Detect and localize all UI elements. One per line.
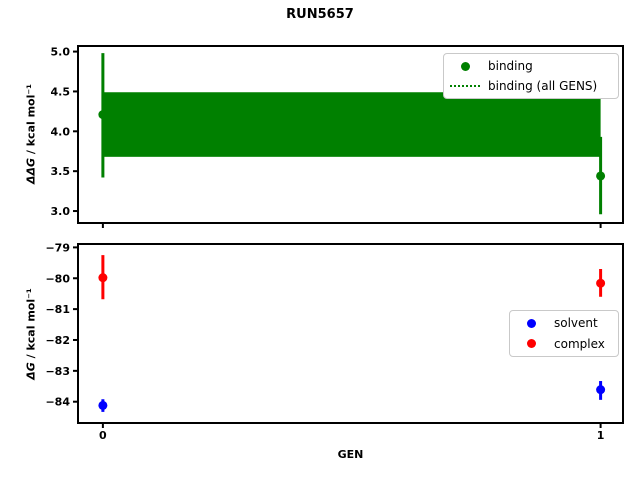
dot-icon — [460, 61, 470, 71]
legend-dot-marker-icon — [450, 61, 480, 71]
legend-label: solvent — [554, 316, 598, 331]
complex-data-point — [98, 273, 108, 283]
dot-icon — [526, 318, 536, 328]
legend-dot-marker-icon — [516, 318, 546, 328]
y-tick-label: 3.5 — [51, 165, 71, 178]
figure-title: RUN5657 — [286, 7, 354, 22]
y-tick-label: 3.0 — [51, 205, 71, 218]
top-y-axis-label-units: / kcal mol⁻¹ — [24, 83, 38, 158]
top-y-axis-label-math: ΔΔG — [24, 157, 38, 185]
y-tick-label: −79 — [45, 241, 70, 254]
legend-dot-marker-icon — [516, 339, 546, 349]
x-tick-label: 1 — [597, 429, 605, 442]
binding-data-point — [98, 110, 108, 120]
axes-frame — [77, 45, 624, 224]
legend-label: complex — [554, 336, 605, 351]
bottom-y-axis-label: ΔG / kcal mol⁻¹ — [25, 288, 38, 380]
bottom-legend: solvent complex — [509, 310, 619, 357]
legend-item: solvent — [516, 313, 612, 334]
binding-all-gens-band — [102, 92, 601, 157]
solvent-data-point — [98, 400, 108, 410]
top-legend: binding binding (all GENS) — [443, 53, 619, 99]
y-tick-label: −81 — [45, 303, 70, 316]
dotted-line-icon — [450, 85, 480, 87]
bottom-y-axis-label-units: / kcal mol⁻¹ — [24, 288, 38, 363]
complex-data-point — [596, 278, 606, 288]
y-tick-label: 4.0 — [51, 125, 71, 138]
y-tick-label: 5.0 — [51, 46, 71, 59]
y-tick-label: −80 — [45, 272, 70, 285]
legend-label: binding — [488, 59, 533, 73]
legend-dotted-line-icon — [450, 85, 480, 87]
y-tick-label: 4.5 — [51, 85, 71, 98]
solvent-data-point — [596, 385, 606, 395]
y-tick-label: −84 — [45, 396, 70, 409]
binding-data-point — [596, 171, 606, 181]
dot-icon — [526, 339, 536, 349]
x-tick-label: 0 — [99, 429, 107, 442]
legend-item: complex — [516, 334, 612, 355]
top-y-axis-label: ΔΔG / kcal mol⁻¹ — [25, 84, 38, 184]
y-tick-label: −82 — [45, 334, 70, 347]
axes-frame — [77, 243, 624, 424]
y-tick-label: −83 — [45, 365, 70, 378]
bottom-y-axis-label-math: ΔG — [24, 362, 38, 380]
legend-label: binding (all GENS) — [488, 79, 598, 93]
x-axis-label: GEN — [337, 448, 364, 461]
legend-item: binding (all GENS) — [450, 76, 612, 96]
legend-item: binding — [450, 56, 612, 76]
